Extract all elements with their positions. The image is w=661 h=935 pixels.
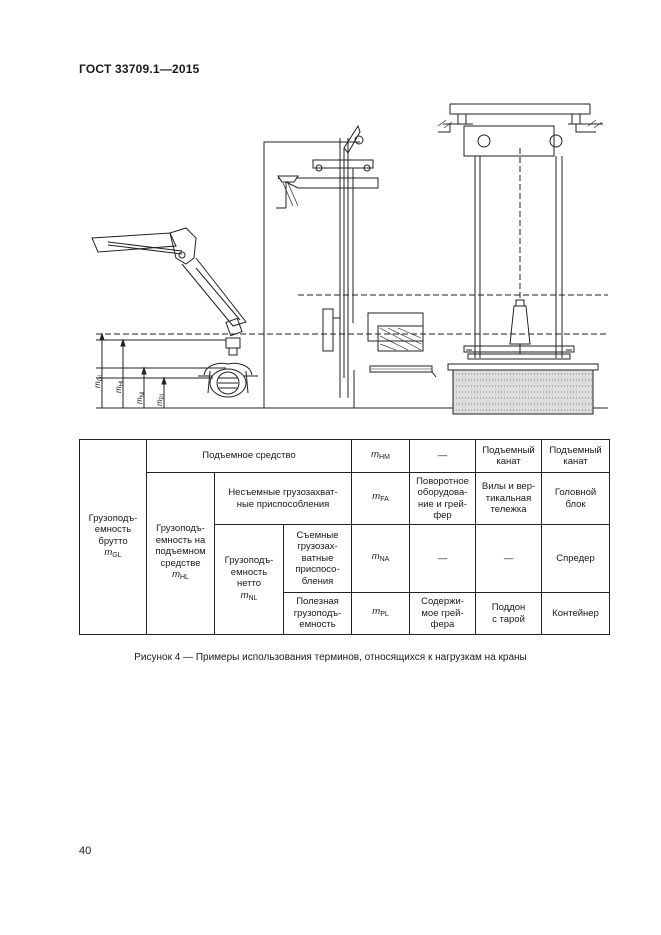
boom-crane	[91, 227, 258, 398]
na-fork-cell: —	[475, 524, 543, 593]
document-header: ГОСТ 33709.1—2015	[79, 62, 200, 76]
crane-load-diagram: mGL mHL mNL mPL	[91, 103, 608, 415]
symbol-m-hm: mHM	[351, 439, 411, 473]
figure-caption: Рисунок 4 — Примеры использования термин…	[134, 652, 527, 663]
fixed-devices-cell: Несъемные грузозахват-ные приспособления	[213, 472, 353, 525]
symbol-m-pl: mPL	[351, 592, 411, 635]
pl-spreader-cell: Контейнер	[541, 592, 611, 635]
label-m-pl: mPL	[155, 391, 166, 406]
na-spreader-cell: Спредер	[541, 524, 611, 593]
label-m-gl: mGL	[93, 373, 104, 388]
label-m-nl: mNL	[135, 389, 146, 404]
dimension-arrows	[99, 332, 167, 408]
lifting-device-cell: Подъемное средство	[145, 439, 353, 473]
overhead-crane	[437, 103, 603, 415]
na-grab-cell: —	[409, 524, 477, 593]
stacker-crane	[276, 124, 437, 408]
level-lines	[96, 141, 608, 409]
label-m-hl: mHL	[114, 378, 125, 393]
hm-grab-cell: —	[409, 439, 477, 473]
symbol-m-na: mNA	[351, 524, 411, 593]
symbol-m-fa: mFA	[351, 472, 411, 525]
pl-grab-cell: Содержи-мое грей-фера	[409, 592, 477, 635]
page-number: 40	[79, 845, 92, 857]
